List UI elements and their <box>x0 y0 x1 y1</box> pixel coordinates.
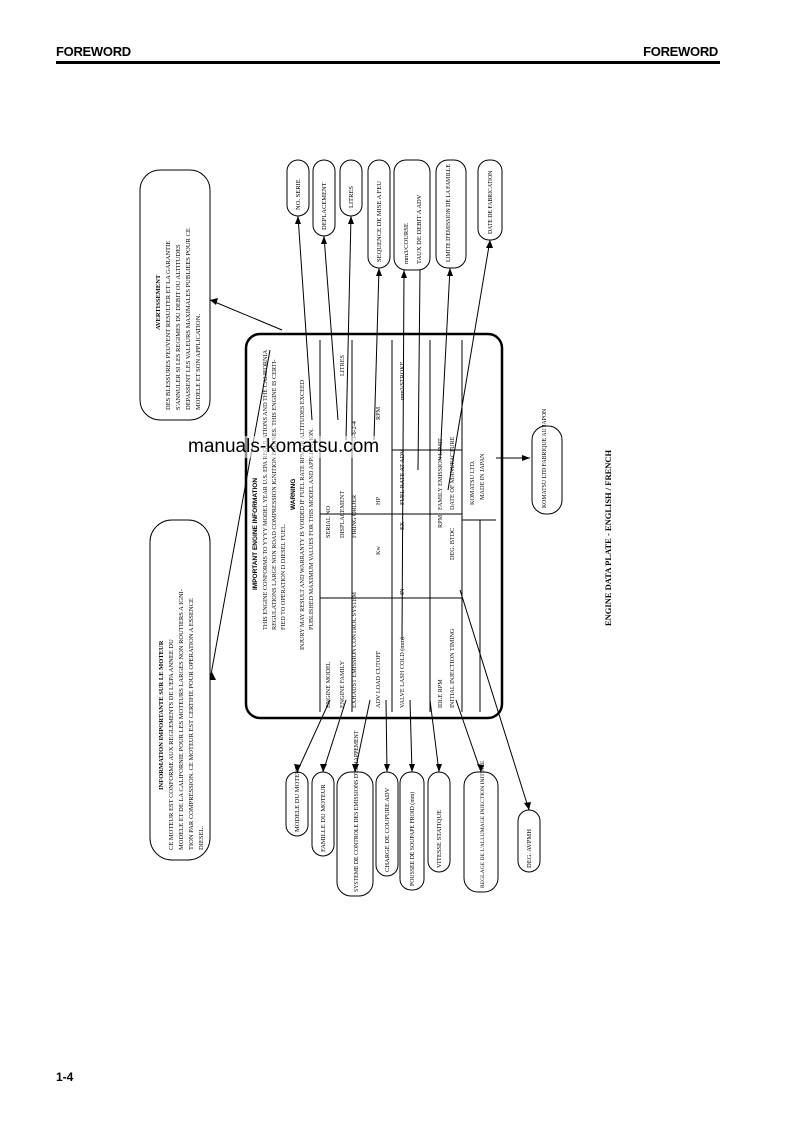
bubble-famille-text: FAMILLE DU MOTEUR <box>320 784 327 852</box>
bubble-taux-text: TAUX DE DEBIT A ADV <box>416 194 423 264</box>
bubble-sequence-text: SEQUENCE DE MISE A FEU <box>376 181 383 262</box>
label-btdc: DEG. BTDC <box>449 528 456 560</box>
bubble-systeme-text: SYSTEME DE CONTROLE DES EMISSIONS D'ECHA… <box>354 730 360 892</box>
label-in: IN <box>399 588 406 595</box>
label-idle-rpm: IDLE RPM <box>437 679 444 708</box>
bubble-no-serie-text: NO. SERIE <box>295 179 302 210</box>
information-title: INFORMATION IMPORTANTE SUR LE MOTEUR <box>158 640 165 790</box>
avertissement-line-3: DEPASSENT LES VALEURS MAXIMALES PUBLIEES… <box>185 228 192 410</box>
label-engine-family: ENGINE FAMILY <box>339 660 346 708</box>
plate-intro-1: THIS ENGINE CONFORMS TO YYYY MODEL YEAR … <box>262 349 269 630</box>
label-fuel-rate: FUEL RATE AT ADV <box>399 449 406 505</box>
bubble-charge-text: CHARGE DE COUPURE ADV <box>384 787 391 872</box>
label-rpm: RPM <box>375 406 382 420</box>
bubble-komatsu-text: KOMATSU LTD FABRIQUE AU JAPON <box>542 408 548 508</box>
data-plate-frame <box>244 332 504 720</box>
bubble-limite-text: LIMITE D'EMISSION DE LA FAMILLE <box>446 164 452 262</box>
avertissement-line-2: S'ANNULER SI LES REGIMES DU DEBIT OU ALT… <box>175 244 182 410</box>
bubble-deplacement-text: DEPLACEMENT <box>321 182 328 230</box>
bubble-vitesse-text: VITESSE STATIQUE <box>436 810 443 868</box>
label-adv-load: ADV LOAD CUTOFF <box>375 650 382 708</box>
bubble-taux <box>393 159 431 271</box>
avertissement-title: AVERTISSEMENT <box>155 274 162 330</box>
label-engine-model: ENGINE MODEL <box>325 661 332 708</box>
label-valve-lash: VALVE LASH COLD (mm) <box>399 637 406 708</box>
bubble-date-text: DATE DE FABRICATION <box>488 170 494 234</box>
plate-warning-2: PUBLISHED MAXIMUM VALUES FOR THIS MODEL … <box>308 428 315 630</box>
label-injection-timing: INITIAL INJECTION TIMING <box>449 628 456 708</box>
information-line-3: TION PAR COMPRESSION. CE MOTEUR EST CERT… <box>188 598 195 850</box>
label-kw: Kw <box>375 546 382 555</box>
bubble-avertissement <box>139 169 211 421</box>
header-left-title: FOREWORD <box>56 44 131 59</box>
label-firing-order: FIRING ORDER <box>351 494 358 538</box>
information-line-1: CE MOTEUR EST CONFORME AUX REGLEMENTS DE… <box>168 639 175 850</box>
bubble-deg-pmh-text: DEG. AVPMH <box>526 829 533 868</box>
figure-caption: ENGINE DATA PLATE - ENGLISH / FRENCH <box>603 449 613 626</box>
label-made-in: MADE IN JAPAN <box>479 453 486 500</box>
plate-warning-title: WARNING <box>290 479 297 510</box>
label-litres: LITRES <box>339 354 346 376</box>
avertissement-line-1: DES BLESSURES PEUVENT RESULTER ET LA GAR… <box>165 241 172 410</box>
plate-warning-1: INJURY MAY RESULT AND WARRANTY IS VOIDED… <box>299 379 306 650</box>
plate-title: IMPORTANT ENGINE INFORMATION <box>252 478 259 590</box>
bubble-poussee-text: POUSSEE DE SOUPAPE FROID (mm) <box>409 792 416 886</box>
label-displacement: DISPLACEMENT <box>339 491 346 538</box>
page-number: 1-4 <box>56 1070 74 1084</box>
header-rule <box>56 61 720 64</box>
label-family-emission: FAMILY EMISSION LIMIT <box>437 438 444 510</box>
plate-intro-2: REGULATIONS LARGE NON ROAD COMPRESSION I… <box>271 359 278 630</box>
information-line-4: DIESEL. <box>198 826 205 850</box>
label-exhaust: EXHAUST EMISSION CONTROL SYSTEM <box>351 591 358 708</box>
avertissement-line-4: MODELE ET SON APPLICATION. <box>195 314 202 410</box>
label-date-manufacture: DATE OF MANUFACTURE <box>449 436 456 510</box>
information-line-2: MODELE ET DE LA CALIFORNIE POUR LES MOTE… <box>178 589 185 850</box>
label-firing-value: 1-5-3-6-2-4 <box>351 421 358 450</box>
header-right-title: FOREWORD <box>643 44 718 59</box>
plate-intro-3: FIED TO OPERATION D DIESEL FUEL. <box>280 523 287 630</box>
bubble-modele-text: MODELE DU MOTEUR <box>294 764 301 832</box>
bubble-litres-text: LITRES <box>348 186 355 208</box>
bubble-information <box>149 519 211 861</box>
label-mm-stroke: mm3/STROKE <box>399 361 406 400</box>
label-serial-no: SERIAL NO <box>325 506 332 538</box>
watermark: manuals-komatsu.com <box>186 436 382 458</box>
bubble-limite <box>435 159 467 269</box>
label-hp: HP <box>375 497 382 505</box>
bubble-reglage-text: REGLAGE DE L'ALLUMAGE INJECTION INITIALE <box>480 760 486 888</box>
bubble-komatsu <box>531 425 563 515</box>
label-rpm2: RPM <box>437 514 444 528</box>
bubble-mm-stroke-text: mm3/COURSE <box>403 223 410 264</box>
label-maker: KOMATSU LTD. <box>469 460 476 505</box>
label-ex: EX <box>399 521 406 530</box>
